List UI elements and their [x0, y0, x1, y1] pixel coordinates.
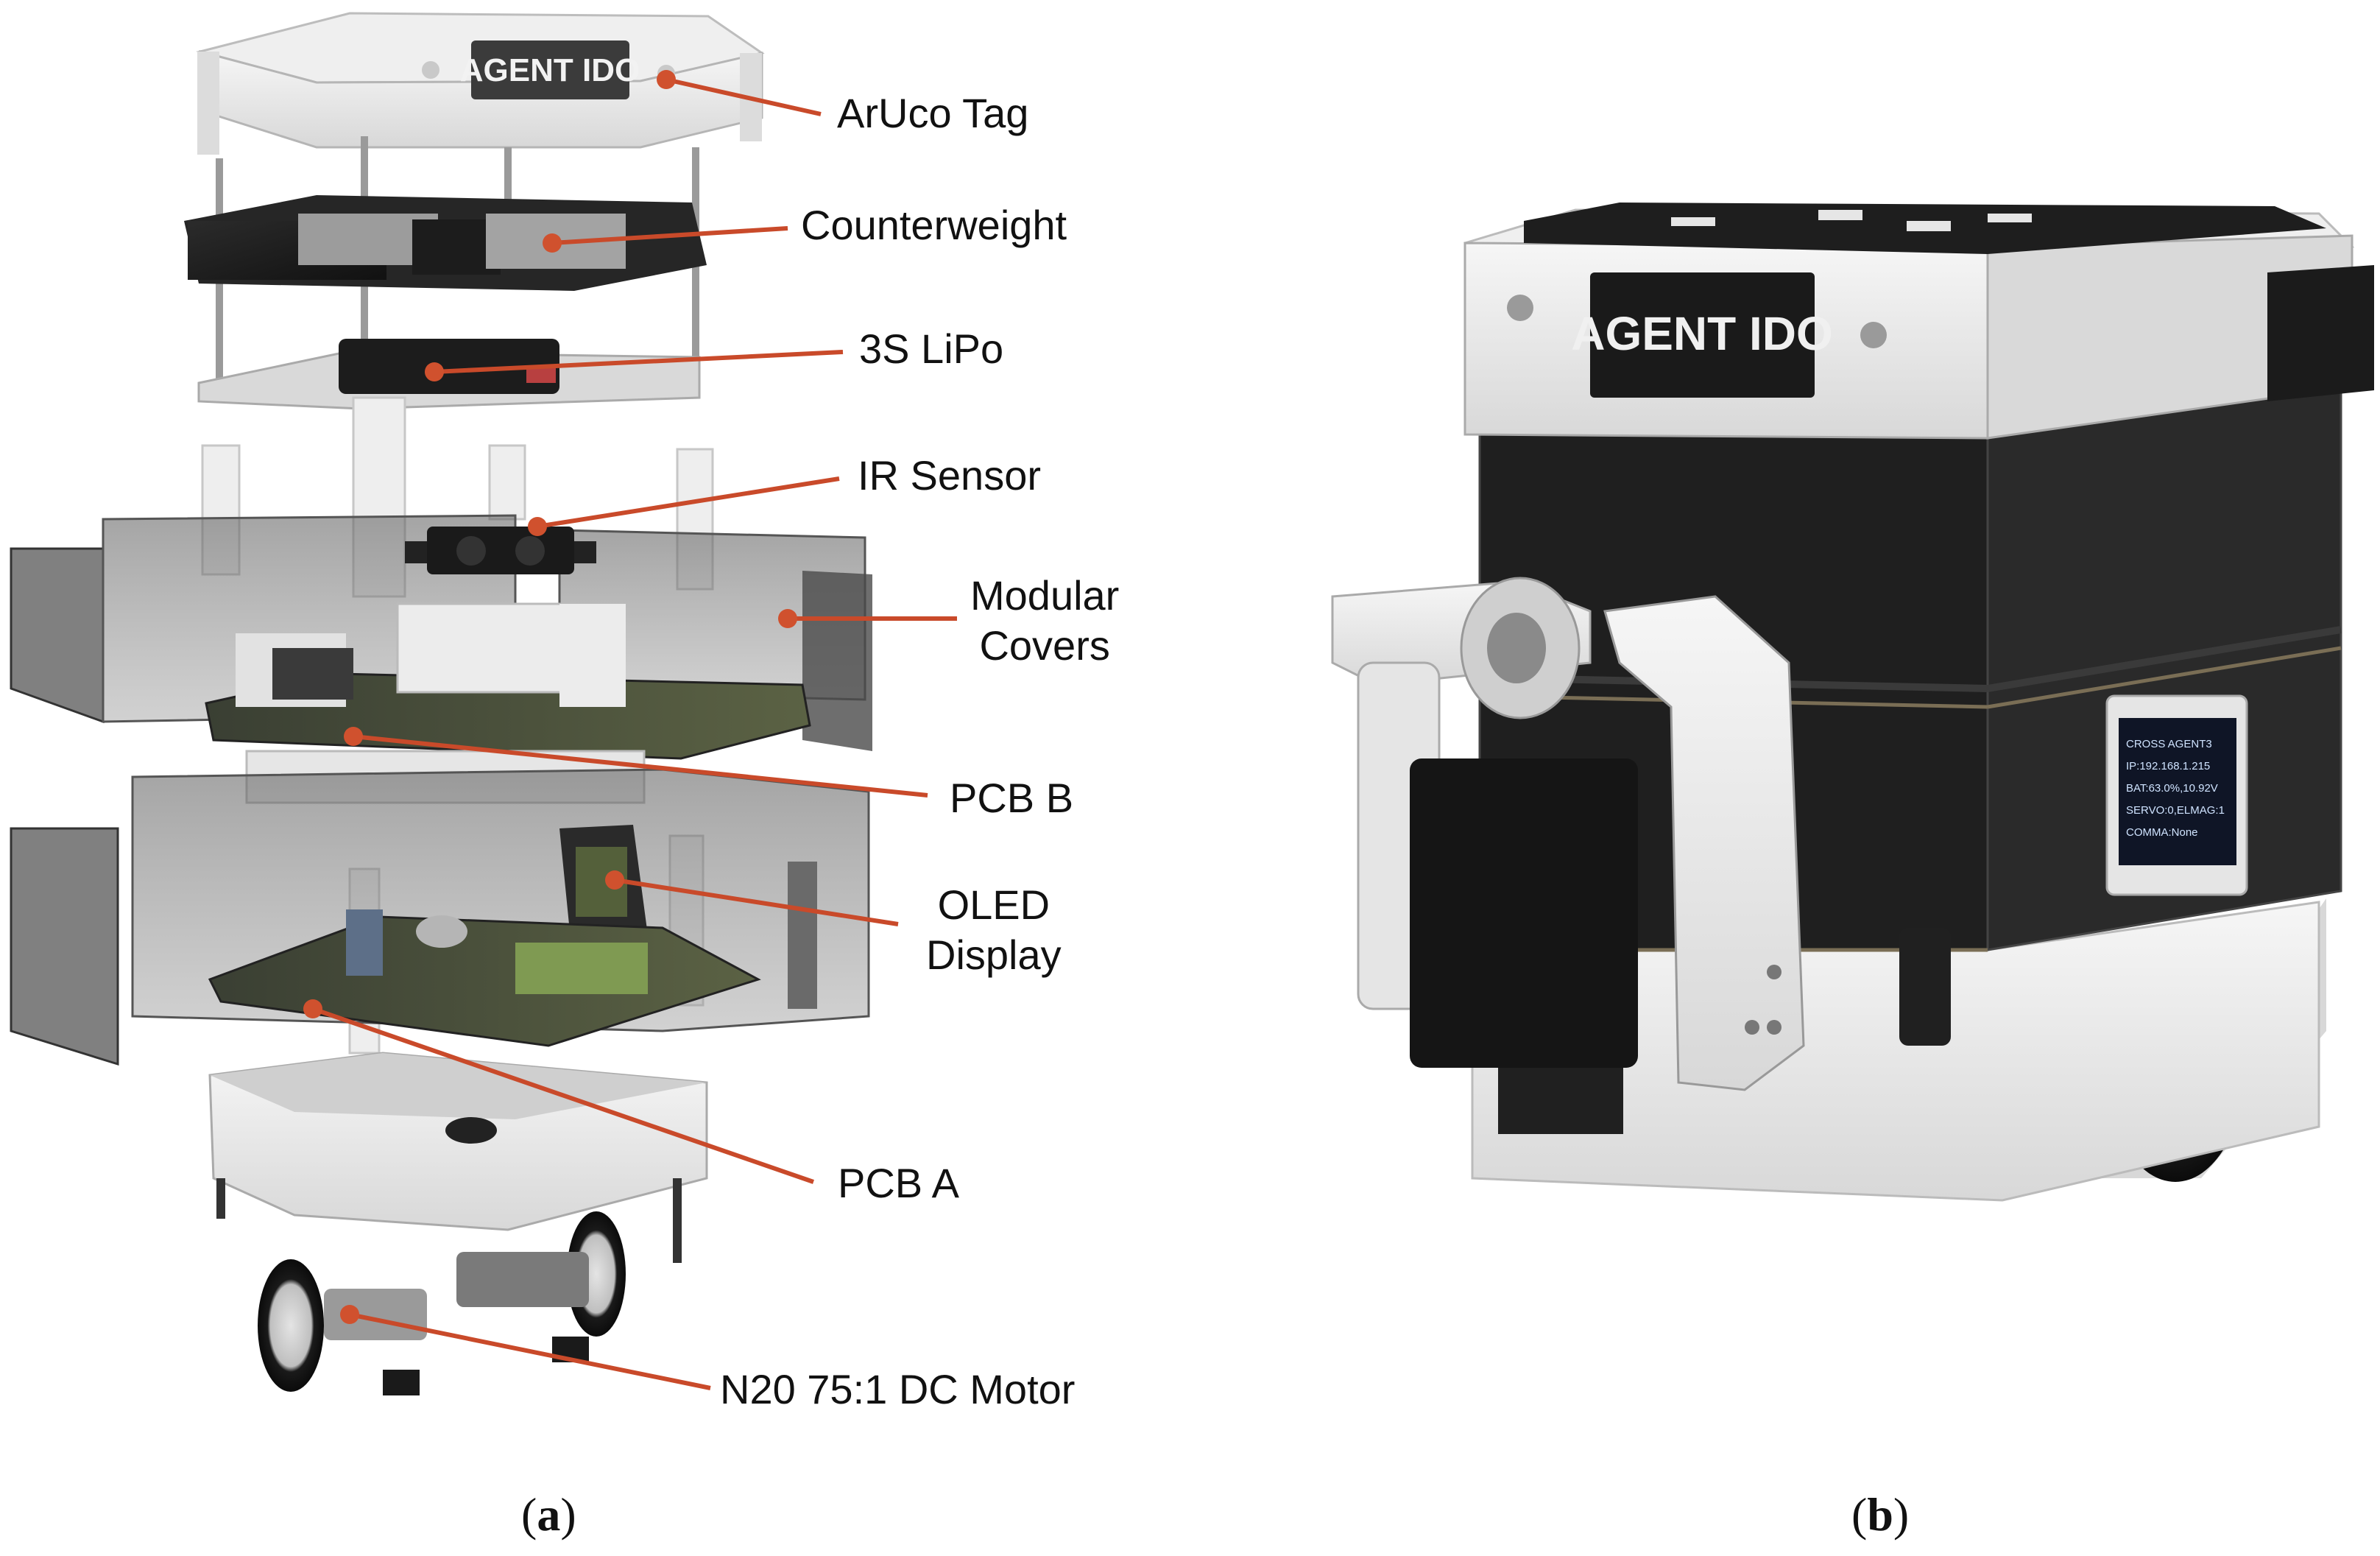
exploded-view: AGENT IDO [10, 12, 872, 1395]
pcb-a-part [208, 909, 761, 1047]
assembled-robot: AGENT IDO CROSS AGENT3 IP:192.168.1.215 … [1331, 203, 2374, 1202]
label-3s-lipo: 3S LiPo [859, 325, 1004, 372]
oled-text-group: CROSS AGENT3 IP:192.168.1.215 BAT:63.0%,… [2126, 738, 2225, 839]
base-part [208, 1052, 708, 1263]
caption-b-letter: b [1867, 1488, 1893, 1541]
caption-a: (a) [521, 1488, 576, 1542]
lipo-part [197, 339, 701, 410]
oled-line-1: CROSS AGENT3 [2126, 738, 2212, 750]
callout-dots [303, 70, 797, 1324]
caption-b-open: ( [1851, 1488, 1868, 1541]
aruco-cap-part: AGENT IDO [196, 12, 765, 155]
label-pcb-a: PCB A [838, 1160, 959, 1206]
label-oled-display-text: OLED Display [926, 881, 1062, 979]
oled-screen [2119, 718, 2236, 865]
ir-sensor-part [405, 527, 596, 574]
label-ir-sensor: IR Sensor [858, 452, 1041, 499]
oled-line-3: BAT:63.0%,10.92V [2126, 782, 2218, 795]
caption-b-close: ) [1893, 1488, 1910, 1541]
label-pcb-b: PCB B [950, 775, 1074, 821]
caption-a-open: ( [521, 1488, 537, 1541]
counterweight-part [184, 195, 707, 291]
label-counterweight: Counterweight [801, 202, 1067, 248]
robot-logo: AGENT IDO [1571, 307, 1833, 360]
caption-b: (b) [1851, 1488, 1909, 1542]
oled-line-2: IP:192.168.1.215 [2126, 760, 2210, 772]
caption-a-close: ) [560, 1488, 576, 1541]
label-modular-covers: Modular Covers [970, 571, 1119, 672]
callout-leaders [312, 77, 957, 1390]
oled-line-5: COMMA:None [2126, 826, 2198, 839]
label-aruco-tag: ArUco Tag [837, 90, 1029, 136]
label-n20-motor: N20 75:1 DC Motor [720, 1366, 1076, 1412]
oled-line-4: SERVO:0,ELMAG:1 [2126, 804, 2225, 817]
label-modular-covers-text: Modular Covers [970, 572, 1120, 669]
label-oled-display: OLED Display [926, 880, 1062, 981]
drive-assembly-part [258, 1211, 626, 1395]
aruco-cap-logo: AGENT IDO [460, 52, 640, 88]
caption-a-letter: a [537, 1488, 561, 1541]
